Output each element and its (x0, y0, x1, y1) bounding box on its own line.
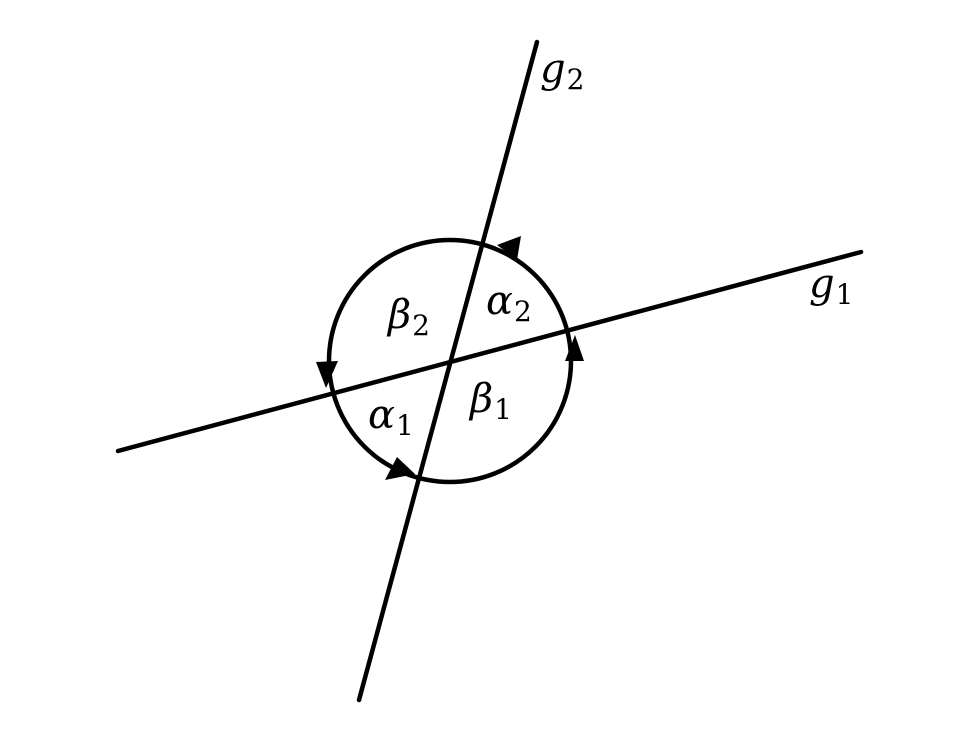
label-beta1-base: β (468, 376, 493, 422)
arrowhead-top (497, 236, 521, 260)
label-beta2: β2 (386, 292, 430, 342)
label-g2-base: g (540, 46, 566, 92)
line-g2 (356, 39, 540, 703)
label-alpha1: α1 (368, 392, 414, 442)
label-alpha2-sub: 2 (514, 295, 532, 328)
arrowhead-right (565, 335, 584, 361)
label-beta2-base: β (386, 292, 411, 338)
label-g2-sub: 2 (567, 63, 585, 96)
label-beta1-sub: 1 (494, 393, 512, 426)
label-g1: g1 (809, 261, 853, 311)
line-g1 (115, 249, 864, 454)
label-alpha1-base: α (368, 392, 395, 438)
label-alpha1-sub: 1 (396, 409, 414, 442)
label-g1-sub: 1 (836, 278, 854, 311)
label-g1-base: g (809, 261, 835, 307)
label-beta2-sub: 2 (412, 309, 430, 342)
label-g2: g2 (540, 46, 584, 96)
arrowhead-left (316, 361, 338, 388)
arrowhead-bottom (385, 457, 415, 480)
label-alpha2: α2 (486, 278, 532, 328)
label-alpha2-base: α (486, 278, 513, 324)
label-beta1: β1 (468, 376, 512, 426)
